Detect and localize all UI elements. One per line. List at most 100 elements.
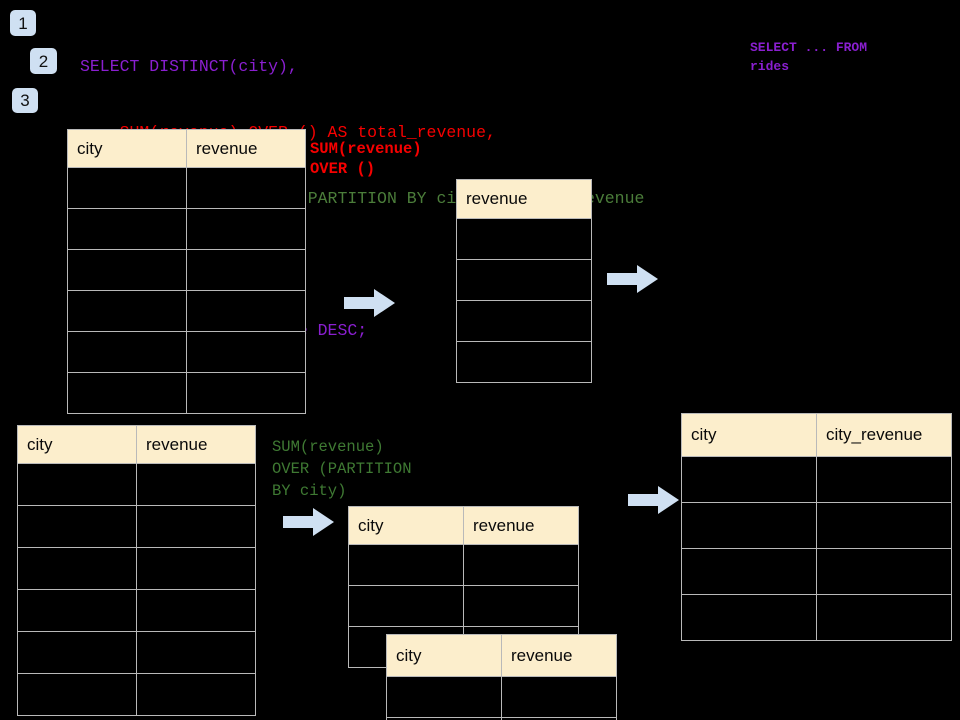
- cell-revenue: [136, 463, 256, 506]
- table-header-row: city revenue: [348, 506, 579, 545]
- partition-group-front-table: city revenue: [386, 634, 617, 720]
- cell-city: [67, 372, 187, 414]
- table-row: [67, 249, 306, 291]
- column-header-city: city: [67, 129, 187, 168]
- column-header-revenue: revenue: [456, 179, 592, 219]
- cell-revenue: [186, 249, 306, 291]
- cell-city: [67, 290, 187, 332]
- table-row: [456, 341, 592, 383]
- cell-revenue: [186, 331, 306, 373]
- cell-city: [17, 589, 137, 632]
- table-header-row: city revenue: [386, 634, 617, 677]
- step-badge-1: 1: [10, 10, 36, 36]
- table-row: [386, 676, 617, 718]
- table-row: [17, 463, 256, 506]
- table-row: [456, 300, 592, 342]
- cell-city: [348, 544, 464, 586]
- cell-city: [17, 631, 137, 674]
- cell-city: [67, 331, 187, 373]
- table-row: [456, 259, 592, 301]
- column-header-revenue: revenue: [136, 425, 256, 464]
- table-row: [17, 547, 256, 590]
- table-row: [67, 331, 306, 373]
- table-header-row: city city_revenue: [681, 413, 952, 457]
- step-badge-3-label: 3: [20, 91, 30, 110]
- arrow-groups-to-result: [628, 486, 679, 514]
- sql-line-1: SELECT DISTINCT(city),: [80, 57, 298, 76]
- step-badge-2: 2: [30, 48, 57, 74]
- cell-city: [67, 249, 187, 291]
- cell-revenue: [501, 676, 617, 718]
- table-row: [386, 717, 617, 720]
- partition-group-back-table: city revenue: [348, 506, 579, 668]
- cell-revenue: [456, 218, 592, 260]
- column-header-revenue: revenue: [463, 506, 579, 545]
- rides-source-table: city revenue: [67, 129, 306, 414]
- column-header-city: city: [681, 413, 817, 457]
- cell-city-revenue: [816, 456, 952, 503]
- cell-city: [67, 208, 187, 250]
- annotation-select-from: SELECT ... FROM rides: [750, 40, 868, 74]
- cell-revenue: [456, 341, 592, 383]
- table-row: [17, 589, 256, 632]
- cell-revenue: [456, 300, 592, 342]
- cell-revenue: [136, 589, 256, 632]
- table-row: [681, 548, 952, 595]
- cell-revenue: [136, 631, 256, 674]
- table-row: [67, 208, 306, 250]
- cell-city: [386, 676, 502, 718]
- column-header-revenue: revenue: [501, 634, 617, 677]
- cell-city: [348, 585, 464, 627]
- city-revenue-result-table: city city_revenue: [681, 413, 952, 641]
- cell-revenue: [136, 505, 256, 548]
- table-row: [67, 372, 306, 414]
- table-row: [456, 218, 592, 260]
- cell-city: [681, 548, 817, 595]
- cell-revenue: [186, 167, 306, 209]
- column-header-city: city: [348, 506, 464, 545]
- table-row: [681, 594, 952, 641]
- cell-city: [17, 505, 137, 548]
- cell-revenue: [186, 290, 306, 332]
- arrow-partition-to-groups: [283, 508, 334, 536]
- table-row: [681, 456, 952, 503]
- column-header-city-revenue: city_revenue: [816, 413, 952, 457]
- column-header-revenue: revenue: [186, 129, 306, 168]
- column-header-city: city: [386, 634, 502, 677]
- column-header-city: city: [17, 425, 137, 464]
- annotation-sum-over-empty: SUM(revenue) OVER (): [310, 140, 422, 178]
- arrow-total-to-result: [607, 265, 658, 293]
- cell-city: [17, 547, 137, 590]
- cell-revenue: [136, 673, 256, 716]
- partition-source-table: city revenue: [17, 425, 256, 716]
- table-row: [17, 673, 256, 716]
- cell-city: [681, 502, 817, 549]
- table-row: [67, 167, 306, 209]
- cell-city: [17, 673, 137, 716]
- cell-revenue: [501, 717, 617, 720]
- total-revenue-table: revenue: [456, 179, 592, 383]
- cell-city: [681, 456, 817, 503]
- table-row: [348, 585, 579, 627]
- cell-city-revenue: [816, 594, 952, 641]
- cell-revenue: [136, 547, 256, 590]
- table-row: [681, 502, 952, 549]
- cell-city: [17, 463, 137, 506]
- table-row: [348, 544, 579, 586]
- cell-city: [681, 594, 817, 641]
- table-header-row: city revenue: [67, 129, 306, 168]
- cell-revenue: [463, 585, 579, 627]
- cell-revenue: [186, 208, 306, 250]
- table-header-row: city revenue: [17, 425, 256, 464]
- arrow-source-to-total: [344, 289, 395, 317]
- cell-revenue: [456, 259, 592, 301]
- step-badge-1-label: 1: [18, 13, 28, 33]
- table-row: [17, 631, 256, 674]
- cell-city-revenue: [816, 548, 952, 595]
- step-badge-3: 3: [12, 88, 38, 113]
- cell-revenue: [463, 544, 579, 586]
- table-row: [17, 505, 256, 548]
- cell-city: [67, 167, 187, 209]
- table-header-row: revenue: [456, 179, 592, 219]
- cell-revenue: [186, 372, 306, 414]
